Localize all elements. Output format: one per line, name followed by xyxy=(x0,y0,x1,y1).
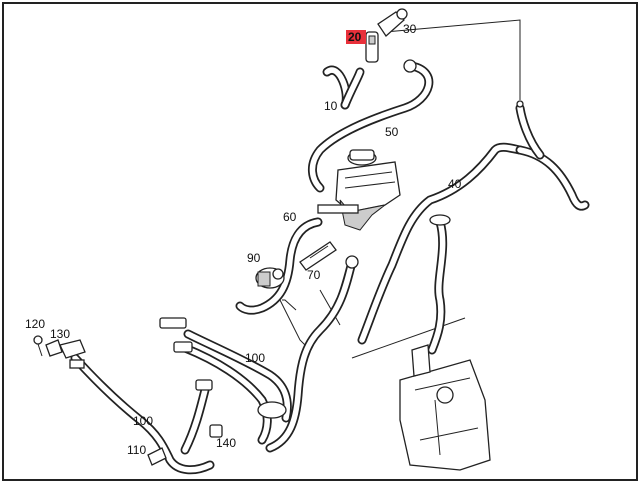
callout-100-lower: 100 xyxy=(133,414,153,428)
leader-lines xyxy=(279,19,521,359)
pump-90 xyxy=(255,267,285,289)
callout-labels: 20 10 30 40 50 60 70 90 100 100 110 120 … xyxy=(25,22,462,457)
hose-100 xyxy=(159,255,359,453)
callout-50: 50 xyxy=(385,125,399,139)
clip-130 xyxy=(45,339,63,357)
callout-140: 140 xyxy=(216,436,236,450)
callout-20-highlight xyxy=(346,30,366,44)
callout-40: 40 xyxy=(448,177,462,191)
callout-10: 10 xyxy=(324,99,338,113)
clamp-120 xyxy=(33,335,43,357)
callout-100-center: 100 xyxy=(245,351,265,365)
hose-50 xyxy=(308,59,434,193)
expansion-tank xyxy=(317,149,401,231)
callout-90: 90 xyxy=(247,251,261,265)
hose-10 xyxy=(322,65,365,110)
callout-120: 120 xyxy=(25,317,45,331)
bracket-70 xyxy=(299,241,337,271)
fitting-20 xyxy=(365,31,379,63)
fitting-110 xyxy=(147,447,167,466)
hose-60 xyxy=(235,217,323,315)
reservoir xyxy=(399,214,491,471)
callout-30: 30 xyxy=(403,22,417,36)
callout-20: 20 xyxy=(348,30,362,44)
hose-100-lower xyxy=(59,339,215,475)
callout-110: 110 xyxy=(127,443,146,457)
callout-60: 60 xyxy=(283,210,297,224)
clip-140 xyxy=(209,424,223,438)
callout-130: 130 xyxy=(50,327,70,341)
fitting-30 xyxy=(377,8,408,37)
hose-40 xyxy=(357,100,590,345)
callout-70: 70 xyxy=(307,268,321,282)
